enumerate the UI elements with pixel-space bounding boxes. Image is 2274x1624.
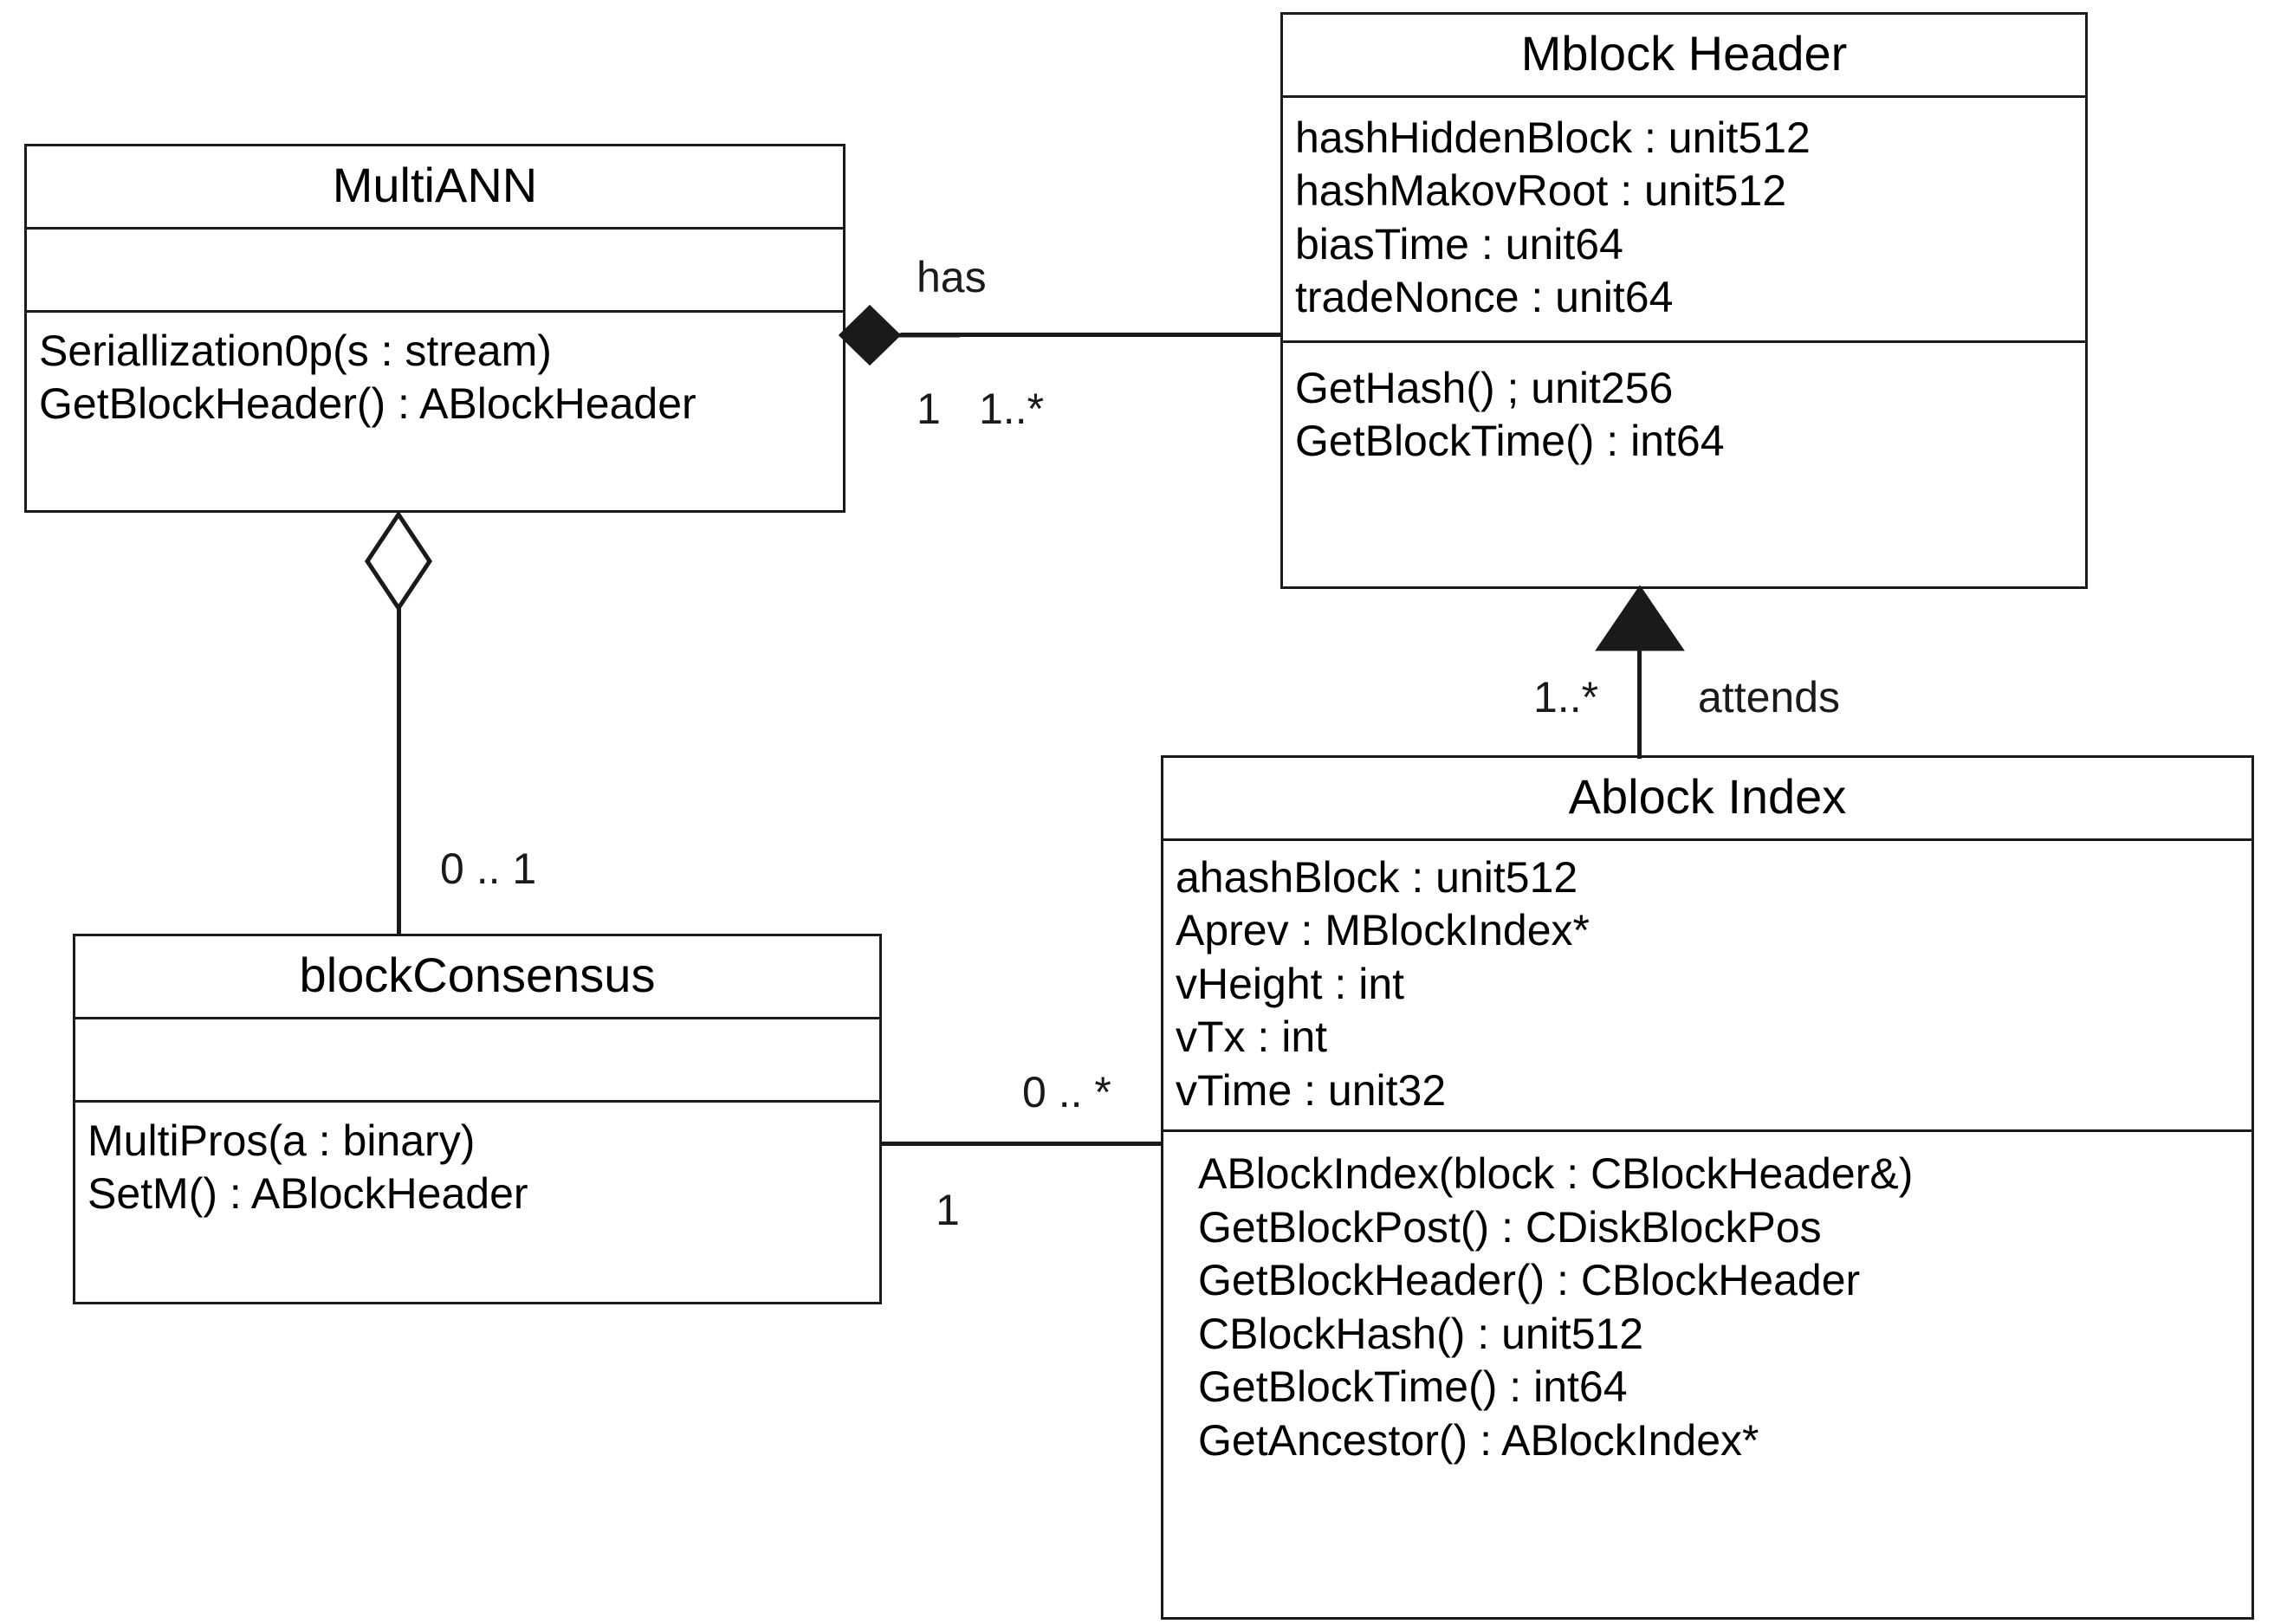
multiplicity-target-consensus-index: 0 .. * [1022,1068,1111,1116]
operation-item: GetBlockHeader() : CBlockHeader [1198,1256,1861,1305]
multiplicity-aggregation-target: 0 .. 1 [440,844,537,893]
relationship-line-association-consensus-index [880,1142,1163,1146]
multiplicity-source-has: 1 [917,385,941,433]
operation-item: GetHash() ; unit256 [1295,363,1674,412]
class-name-ablock-index: Ablock Index [1163,758,2251,841]
multiplicity-target-has: 1..* [979,385,1045,433]
class-attributes-multiann [27,230,843,313]
operation-item: MultiPros(a : binary) [87,1116,476,1165]
filled-triangle-icon [1595,585,1685,651]
association-label-has: has [917,253,987,301]
class-box-mblock-header[interactable]: Mblock Header hashHiddenBlock : unit512 … [1280,12,2088,589]
attribute-item: vHeight : int [1176,959,1405,1008]
operation-item: GetBlockPost() : CDiskBlockPos [1198,1202,1822,1252]
multiplicity-source-consensus-index: 1 [936,1186,960,1234]
multiplicity-source-attends: 1..* [1533,673,1599,721]
class-operations-multiann: Seriallization0p(s : stream) GetBlockHea… [27,313,843,443]
operation-item: ABlockIndex(block : CBlockHeader&) [1198,1149,1914,1199]
relationship-line-aggregation [397,606,401,935]
class-box-multiann[interactable]: MultiANN Seriallization0p(s : stream) Ge… [24,144,845,513]
operation-item: GetAncestor() : ABlockIndex* [1198,1415,1759,1465]
attribute-item: vTx : int [1176,1013,1328,1062]
class-attributes-mblock-header: hashHiddenBlock : unit512 hashMakovRoot … [1283,98,2085,343]
attribute-item: hashHiddenBlock : unit512 [1295,113,1811,162]
relationship-line-composition-has [901,333,1282,337]
operation-item: SetM() : ABlockHeader [87,1169,528,1219]
attribute-item: ahashBlock : unit512 [1176,852,1578,902]
operation-item: CBlockHash() : unit512 [1198,1309,1644,1358]
class-operations-ablock-index: ABlockIndex(block : CBlockHeader&) GetBl… [1163,1132,2251,1479]
operation-item: GetBlockTime() : int64 [1198,1362,1628,1412]
attribute-item: vTime : unit32 [1176,1065,1447,1115]
attribute-item: Aprev : MBlockIndex* [1176,906,1590,955]
attribute-item: biasTime : unit64 [1295,219,1623,269]
class-operations-mblock-header: GetHash() ; unit256 GetBlockTime() : int… [1283,343,2085,481]
association-label-attends: attends [1698,673,1841,721]
class-name-block-consensus: blockConsensus [75,936,879,1019]
class-box-block-consensus[interactable]: blockConsensus MultiPros(a : binary) Set… [73,934,882,1304]
hollow-diamond-icon [364,510,433,612]
operation-item: GetBlockTime() : int64 [1295,417,1725,466]
attribute-item: hashMakovRoot : unit512 [1295,166,1787,216]
class-attributes-block-consensus [75,1019,879,1103]
operation-item: Seriallization0p(s : stream) [39,326,552,375]
attribute-item: tradeNonce : unit64 [1295,273,1674,322]
operation-item: GetBlockHeader() : ABlockHeader [39,379,696,429]
class-operations-block-consensus: MultiPros(a : binary) SetM() : ABlockHea… [75,1103,879,1233]
class-name-mblock-header: Mblock Header [1283,15,2085,98]
filled-diamond-icon [838,304,960,366]
class-box-ablock-index[interactable]: Ablock Index ahashBlock : unit512 Aprev … [1161,755,2254,1620]
relationship-line-generalization-attends [1637,606,1642,759]
class-attributes-ablock-index: ahashBlock : unit512 Aprev : MBlockIndex… [1163,841,2251,1133]
class-name-multiann: MultiANN [27,146,843,230]
